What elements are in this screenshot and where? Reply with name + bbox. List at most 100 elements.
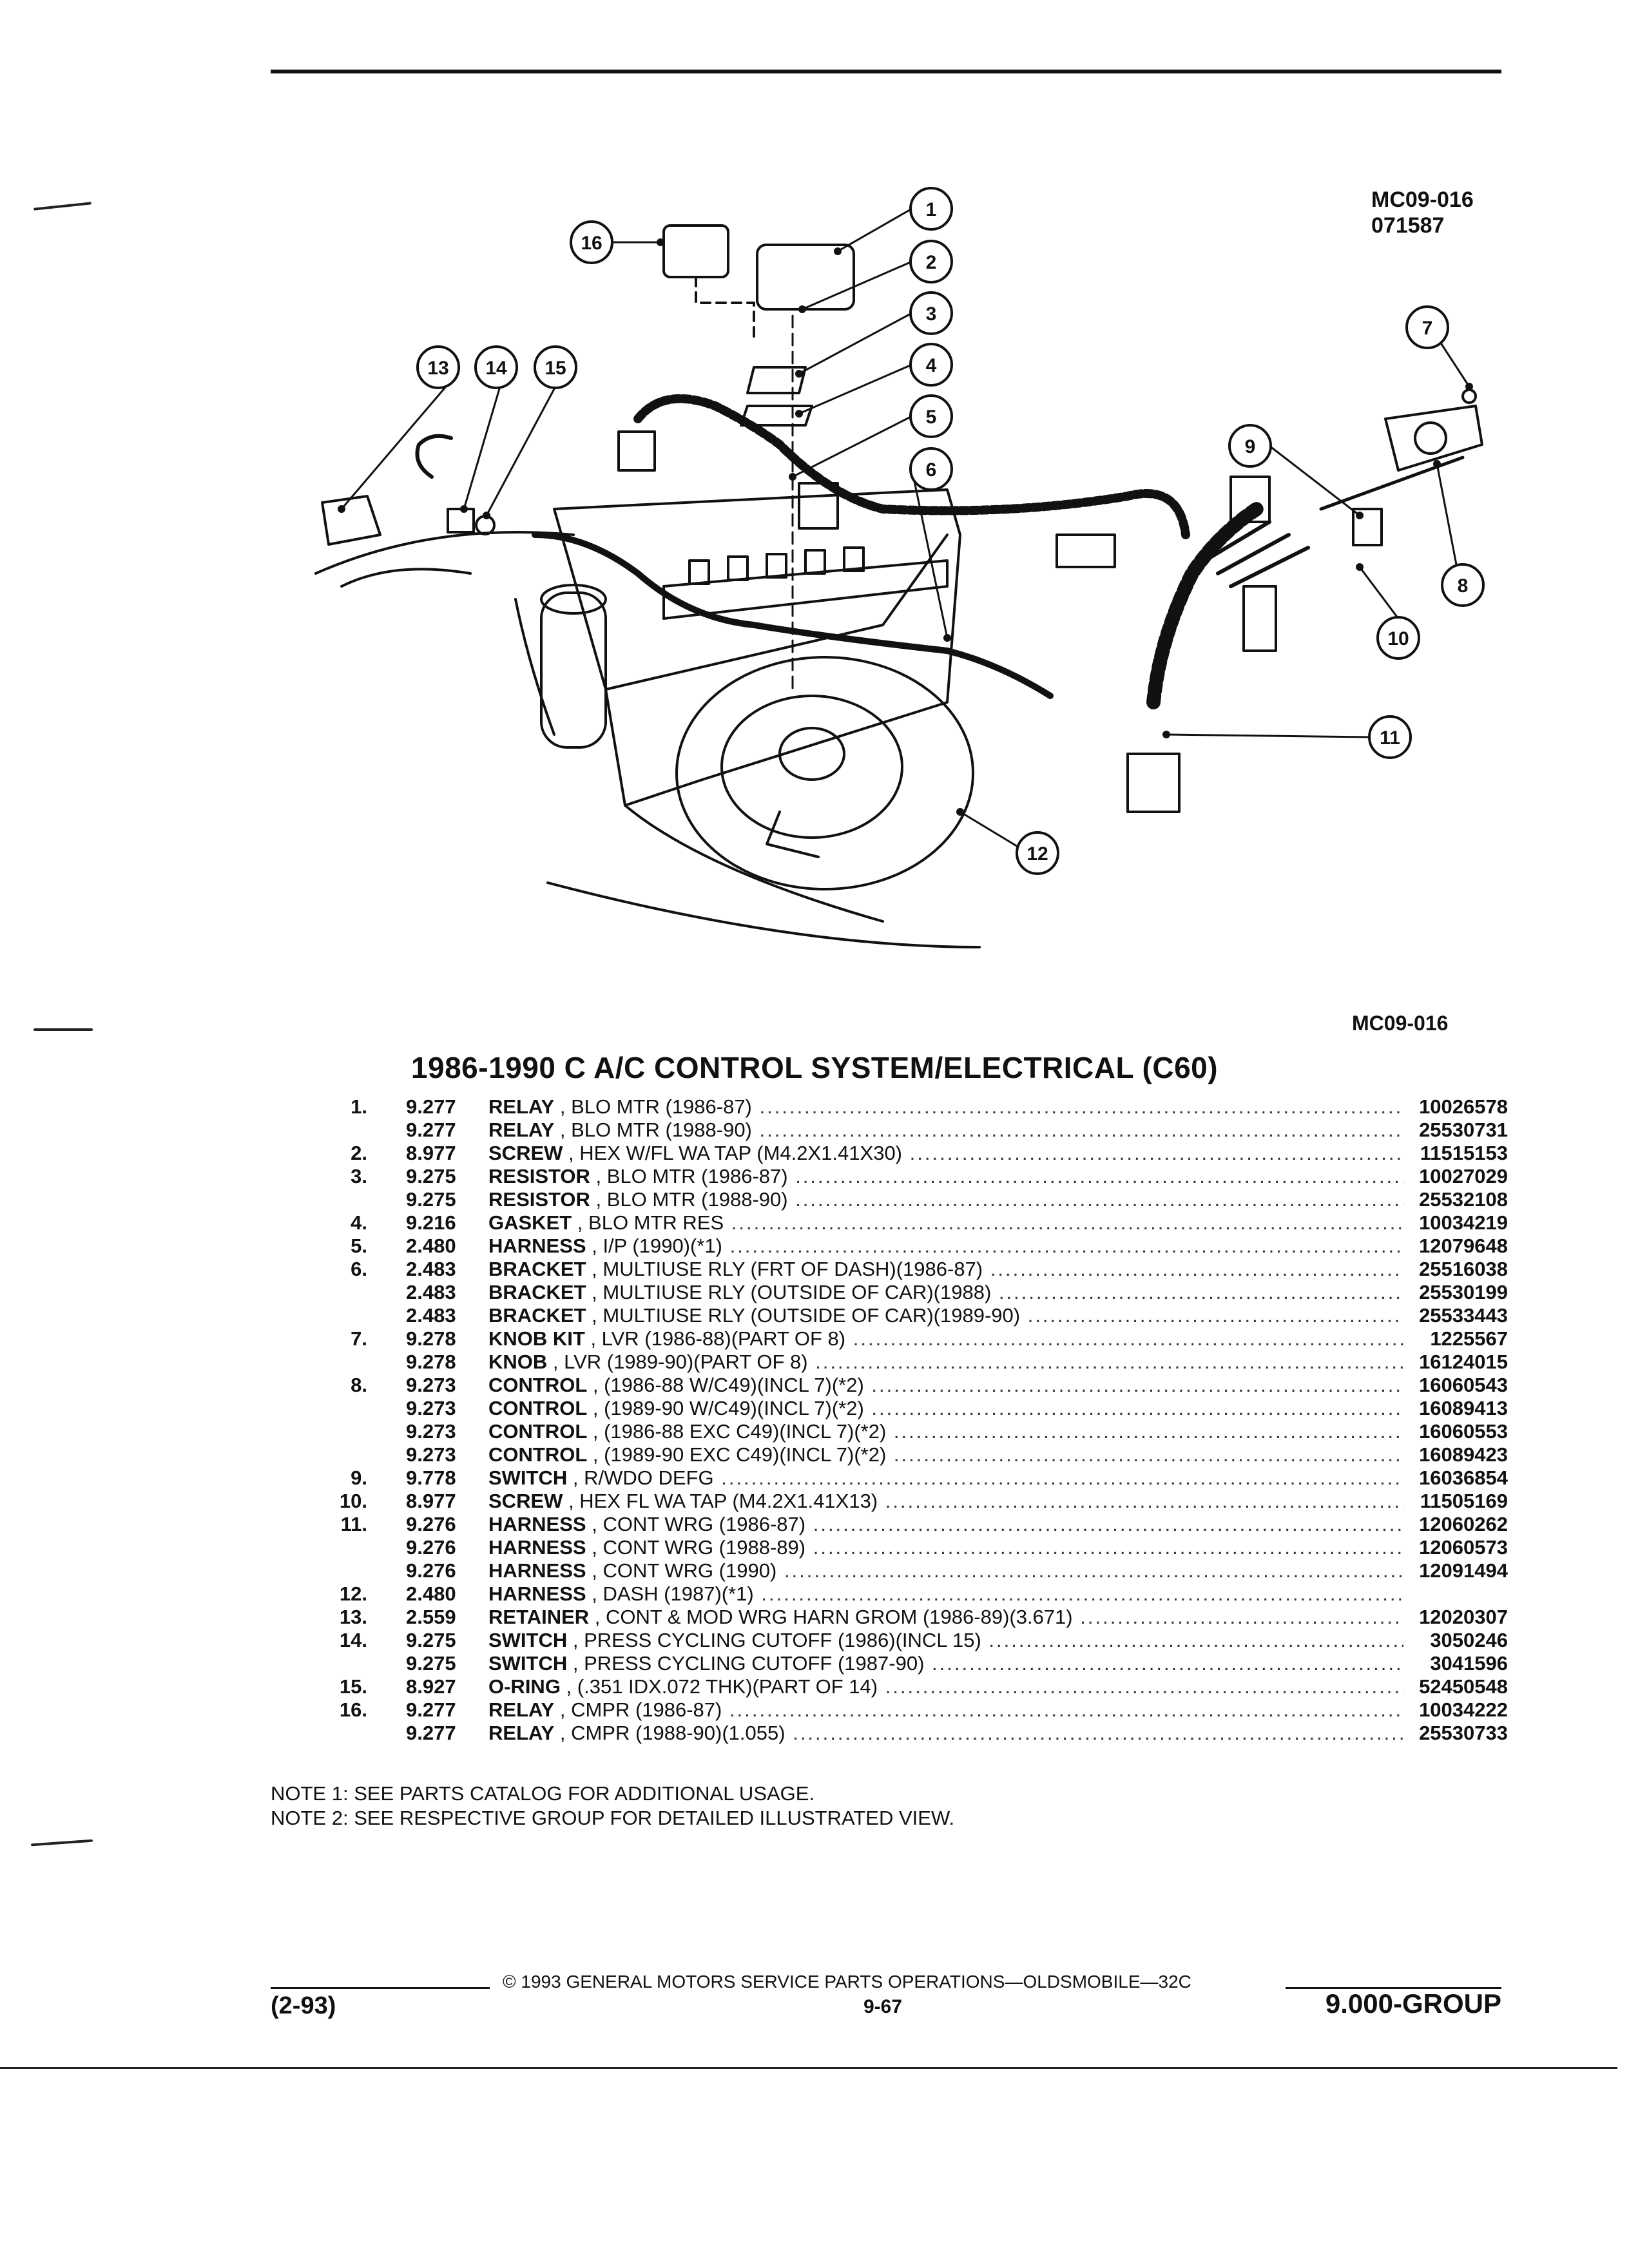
- group-number: 9.273: [406, 1397, 456, 1419]
- callout-4: [909, 343, 953, 387]
- harness-connector: [1229, 476, 1271, 523]
- item-number: 1.: [351, 1095, 367, 1118]
- part-description: RESISTOR , BLO MTR (1986-87) ...........…: [488, 1165, 1403, 1188]
- part-name: RESISTOR: [488, 1188, 590, 1211]
- callout-5: [909, 394, 953, 438]
- figure-id-block: MC09-016 071587: [1371, 187, 1474, 238]
- part-name: CONTROL: [488, 1420, 588, 1443]
- item-number: 16.: [339, 1698, 367, 1721]
- part-description: RELAY , BLO MTR (1988-90) ..............…: [488, 1119, 1403, 1142]
- part-description: HARNESS , CONT WRG (1986-87) ...........…: [488, 1513, 1403, 1536]
- bracket-slot: [843, 546, 865, 572]
- ip-harness: [633, 394, 1190, 539]
- separator: ,: [554, 1095, 572, 1118]
- part-detail: (.351 IDX.072 THK)(PART OF 14): [577, 1675, 878, 1698]
- part-detail: (1989-90 W/C49)(INCL 7)(*2): [604, 1397, 864, 1419]
- leader-dots: ........................................…: [893, 1443, 1403, 1466]
- item-number: 2.: [351, 1142, 367, 1164]
- accumulator-top: [540, 584, 607, 615]
- margin-mark: [30, 1839, 93, 1847]
- item-number: 13.: [339, 1606, 367, 1628]
- group-number: 9.216: [406, 1211, 456, 1234]
- part-number: 3041596: [1430, 1652, 1508, 1675]
- item-number: 9.: [351, 1466, 367, 1489]
- footer-group: 9.000-GROUP: [1325, 1988, 1501, 2019]
- group-number: 2.483: [406, 1304, 456, 1327]
- part-number: 12020307: [1419, 1606, 1508, 1628]
- part-detail: (1986-88 EXC C49)(INCL 7)(*2): [604, 1420, 887, 1443]
- part-number: 11515153: [1420, 1142, 1508, 1164]
- part-detail: BLO MTR (1986-87): [606, 1165, 788, 1187]
- part-detail: BLO MTR (1988-90): [606, 1188, 788, 1211]
- relay-bracket: [662, 559, 949, 620]
- callout-label: 8: [1458, 575, 1469, 597]
- part-description: BRACKET , MULTIUSE RLY (OUTSIDE OF CAR)(…: [488, 1304, 1403, 1327]
- part-name: RELAY: [488, 1722, 555, 1744]
- section-title: 1986-1990 C A/C CONTROL SYSTEM/ELECTRICA…: [410, 1051, 1219, 1084]
- pressure-switch: [447, 508, 475, 533]
- leader-dots: ........................................…: [871, 1374, 1403, 1396]
- separator: ,: [586, 1281, 603, 1303]
- figure-date-code: 071587: [1371, 213, 1445, 238]
- part-detail: LVR (1986-88)(PART OF 8): [601, 1327, 846, 1350]
- separator: ,: [554, 1698, 572, 1721]
- hvac-module: [553, 488, 961, 807]
- harness-connector: [1126, 753, 1181, 813]
- part-number: 12060262: [1419, 1513, 1508, 1535]
- callout-label: 2: [926, 252, 937, 273]
- resistor: [746, 366, 807, 394]
- exploded-view-diagram: 1 2 3 4 5 6 7 8 9 10 11 12 13 14 15 16: [314, 187, 1485, 948]
- footer-rule: [271, 1987, 490, 1989]
- separator: ,: [567, 1629, 584, 1651]
- callout-16: [570, 220, 613, 264]
- part-detail: PRESS CYCLING CUTOFF (1987-90): [584, 1652, 925, 1675]
- part-name: KNOB: [488, 1350, 548, 1373]
- part-name: SWITCH: [488, 1652, 568, 1675]
- group-number: 9.276: [406, 1559, 456, 1582]
- callout-15: [534, 345, 577, 389]
- callout-label: 12: [1027, 843, 1048, 865]
- leader-dots: ........................................…: [793, 1722, 1403, 1744]
- separator: ,: [590, 1165, 607, 1187]
- bracket-slot: [766, 553, 787, 579]
- part-number: 25530199: [1419, 1281, 1508, 1303]
- callout-12: [1016, 831, 1059, 875]
- callout-label: 4: [926, 355, 937, 376]
- callout-label: 11: [1380, 727, 1400, 749]
- part-number: 12060573: [1419, 1536, 1508, 1559]
- part-name: CONTROL: [488, 1397, 588, 1419]
- leader-dots: ........................................…: [759, 1095, 1404, 1118]
- defog-switch: [1352, 508, 1383, 546]
- group-number: 9.277: [406, 1698, 456, 1721]
- dash-harness: [532, 532, 1054, 699]
- part-name: RELAY: [488, 1095, 555, 1118]
- callout-2: [909, 240, 953, 284]
- part-number: 25516038: [1419, 1258, 1508, 1280]
- separator: ,: [586, 1536, 603, 1559]
- leader-dots: ........................................…: [795, 1188, 1403, 1211]
- leader-dots: ........................................…: [932, 1652, 1403, 1675]
- footer-copyright: © 1993 GENERAL MOTORS SERVICE PARTS OPER…: [503, 1972, 1191, 1992]
- part-description: BRACKET , MULTIUSE RLY (OUTSIDE OF CAR)(…: [488, 1281, 1403, 1304]
- part-description: KNOB , LVR (1989-90)(PART OF 8) ........…: [488, 1350, 1403, 1374]
- part-number: 16124015: [1419, 1350, 1508, 1373]
- separator: ,: [586, 1559, 603, 1582]
- part-number: 16089413: [1419, 1397, 1508, 1419]
- part-name: SCREW: [488, 1142, 563, 1164]
- group-number: 8.977: [406, 1142, 456, 1164]
- separator: ,: [554, 1119, 572, 1141]
- part-name: HARNESS: [488, 1582, 586, 1605]
- item-number: 4.: [351, 1211, 367, 1234]
- leader-dots: ........................................…: [885, 1490, 1403, 1512]
- part-description: O-RING , (.351 IDX.072 THK)(PART OF 14) …: [488, 1675, 1403, 1698]
